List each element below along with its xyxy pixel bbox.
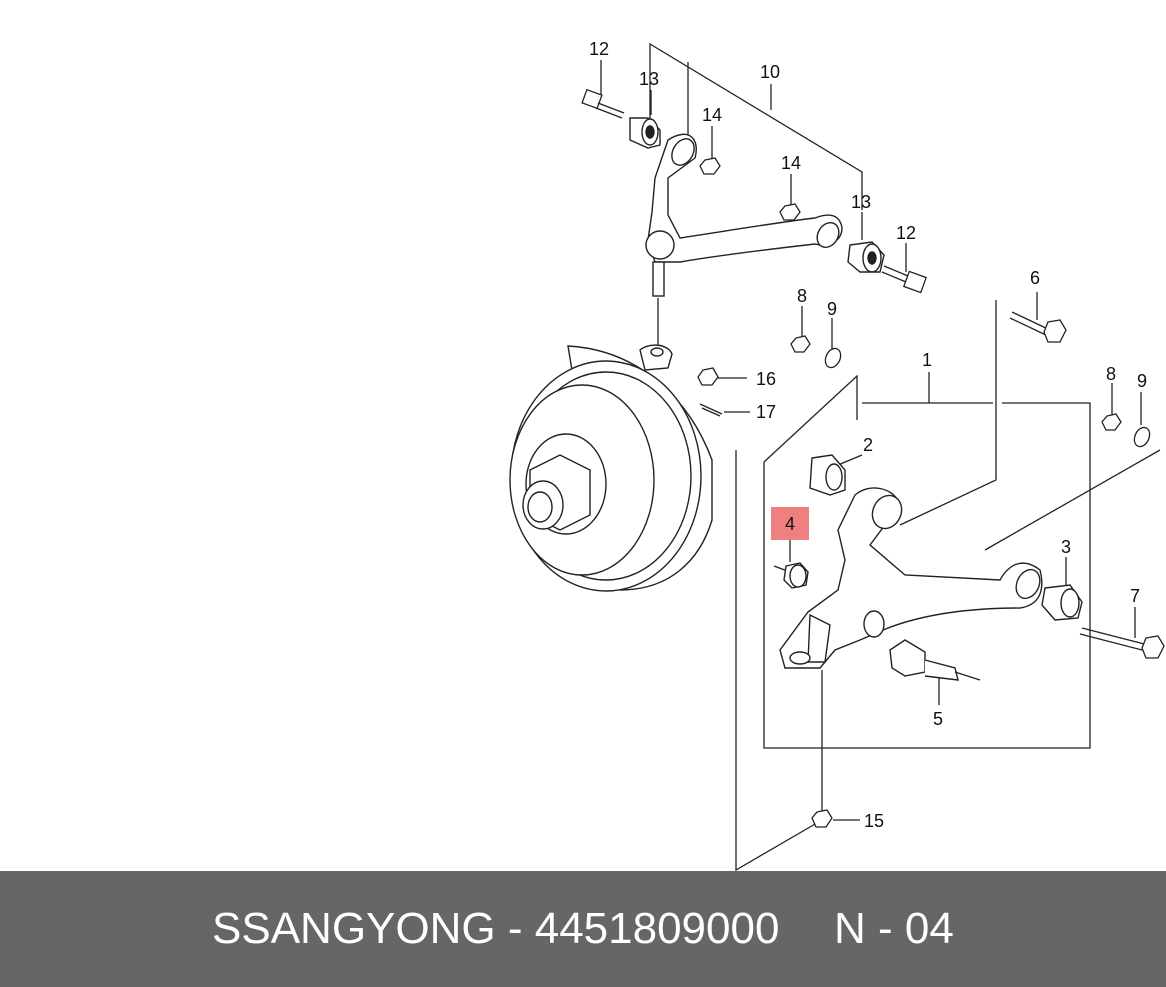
bushing-2	[809, 454, 846, 496]
callout-14a: 14	[702, 105, 722, 125]
callout-1: 1	[922, 350, 932, 370]
callout-9b: 9	[1137, 371, 1147, 391]
bolts-6-7	[1009, 311, 1165, 659]
ball-joint-5	[889, 639, 981, 681]
leader-lines	[600, 42, 1161, 871]
callout-12b: 12	[896, 223, 916, 243]
callout-13b: 13	[851, 192, 871, 212]
callout-16: 16	[756, 369, 776, 389]
lower-control-arm	[779, 487, 1043, 669]
bushing-13-pair	[629, 117, 885, 273]
bolt-12-pair	[581, 88, 928, 294]
callout-labels: 12 13 10 14 14 13 12 6 8 9 1 8 9 16 17 2…	[589, 39, 1147, 831]
highlight-part-4	[771, 507, 809, 540]
footer-page-code: N - 04	[834, 904, 954, 953]
callout-17: 17	[756, 402, 776, 422]
callout-15: 15	[864, 811, 884, 831]
callout-14b: 14	[781, 153, 801, 173]
bushing-3	[1041, 584, 1083, 621]
brake-disc-hub	[509, 344, 713, 592]
callout-9a: 9	[827, 299, 837, 319]
callout-3: 3	[1061, 537, 1071, 557]
callout-8b: 8	[1106, 364, 1116, 384]
callout-7: 7	[1130, 586, 1140, 606]
callout-10: 10	[760, 62, 780, 82]
suspension-exploded-diagram: 12 13 10 14 14 13 12 6 8 9 1 8 9 16 17 2…	[509, 39, 1165, 871]
nuts	[697, 157, 1122, 828]
callout-12a: 12	[589, 39, 609, 59]
callout-8a: 8	[797, 286, 807, 306]
cotter-pin	[699, 403, 723, 417]
callout-2: 2	[863, 435, 873, 455]
callout-6: 6	[1030, 268, 1040, 288]
footer-bar: SSANGYONG - 4451809000 N - 04	[0, 871, 1166, 987]
bump-stop-4	[773, 562, 809, 589]
footer-brand-part-number: SSANGYONG - 4451809000	[212, 904, 780, 953]
washers	[824, 347, 1151, 448]
callout-4: 4	[785, 514, 795, 534]
callout-5: 5	[933, 709, 943, 729]
upper-control-arm	[645, 133, 843, 297]
callout-13a: 13	[639, 69, 659, 89]
